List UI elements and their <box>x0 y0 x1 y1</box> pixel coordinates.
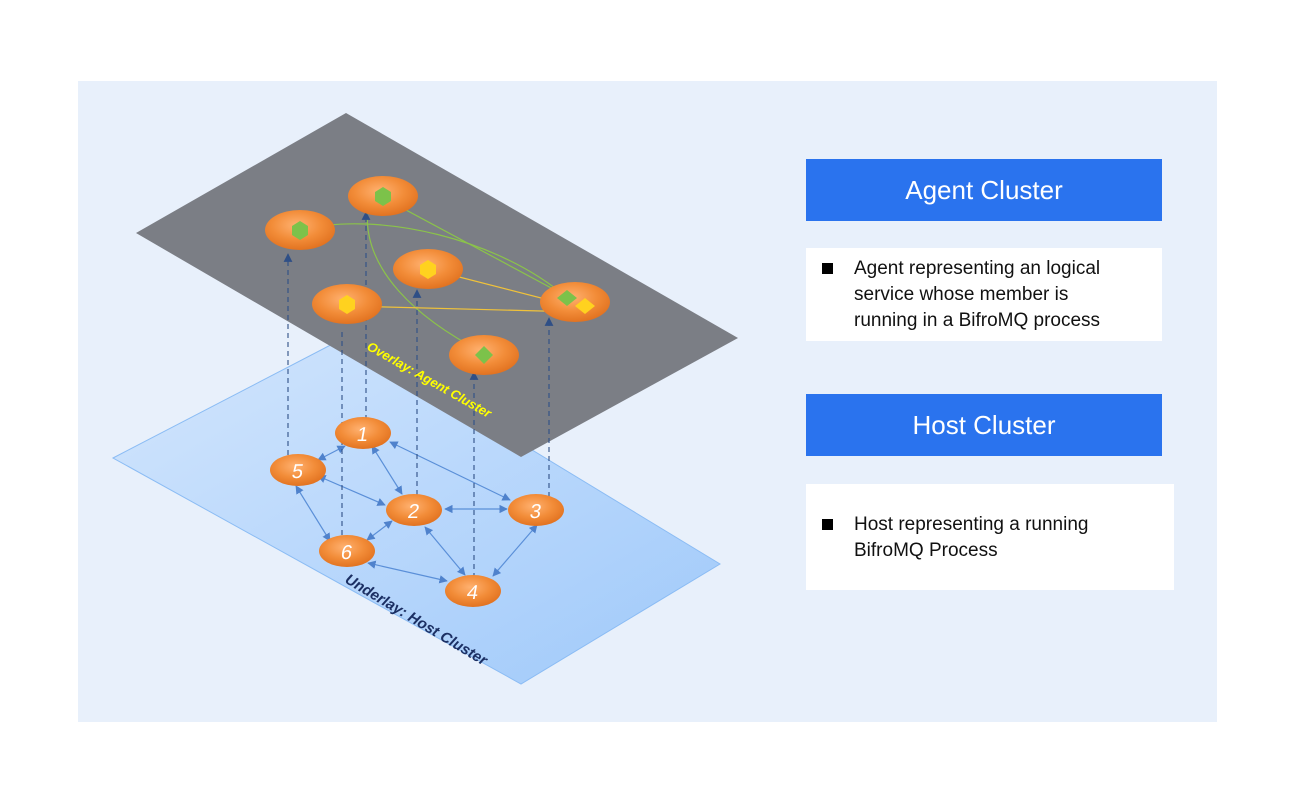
host-cluster-header: Host Cluster <box>806 394 1162 456</box>
agent-cluster-description: Agent representing an logical service wh… <box>806 248 1162 341</box>
agent-node-top[interactable] <box>348 176 418 216</box>
host-node-label: 5 <box>290 461 305 483</box>
host-node-label: 3 <box>528 501 543 523</box>
agent-green-diamond-icon <box>557 290 577 306</box>
host-node-1[interactable]: 1 <box>335 417 391 449</box>
agent-yellow-hexagon-icon <box>339 295 355 314</box>
host-cluster-description: Host representing a running BifroMQ Proc… <box>806 484 1174 590</box>
agent-desc-line: Agent representing an logical <box>854 258 1101 279</box>
agent-node-mid-left[interactable] <box>312 284 382 324</box>
host-node-2[interactable]: 2 <box>386 494 442 526</box>
agent-cluster-header: Agent Cluster <box>806 159 1162 221</box>
agent-node-right[interactable] <box>540 282 610 322</box>
agent-node-left[interactable] <box>265 210 335 250</box>
agent-yellow-hexagon-icon <box>420 260 436 279</box>
agent-green-hexagon-icon <box>375 187 391 206</box>
host-edges <box>295 441 538 584</box>
host-cluster-title: Host Cluster <box>912 409 1056 440</box>
host-node-4[interactable]: 4 <box>445 575 501 607</box>
host-node-label: 6 <box>339 542 354 564</box>
host-desc-line: Host representing a running <box>854 514 1089 535</box>
agent-node-center[interactable] <box>393 249 463 289</box>
host-node-label: 4 <box>465 582 480 604</box>
agent-yellow-diamond-icon <box>575 298 595 314</box>
agent-desc-line: running in a BifroMQ process <box>854 310 1101 331</box>
agent-cluster-title: Agent Cluster <box>905 174 1063 205</box>
agent-green-diamond-icon <box>475 346 493 364</box>
host-node-3[interactable]: 3 <box>508 494 564 526</box>
bullet-icon <box>822 519 833 530</box>
host-node-label: 1 <box>355 424 370 446</box>
agent-desc-line: service whose member is <box>854 284 1069 305</box>
bullet-icon <box>822 263 833 274</box>
agent-green-hexagon-icon <box>292 221 308 240</box>
host-node-label: 2 <box>406 501 421 523</box>
host-node-5[interactable]: 5 <box>270 454 326 486</box>
agent-node-bottom[interactable] <box>449 335 519 375</box>
host-desc-line: BifroMQ Process <box>854 540 998 561</box>
host-node-6[interactable]: 6 <box>319 535 375 567</box>
